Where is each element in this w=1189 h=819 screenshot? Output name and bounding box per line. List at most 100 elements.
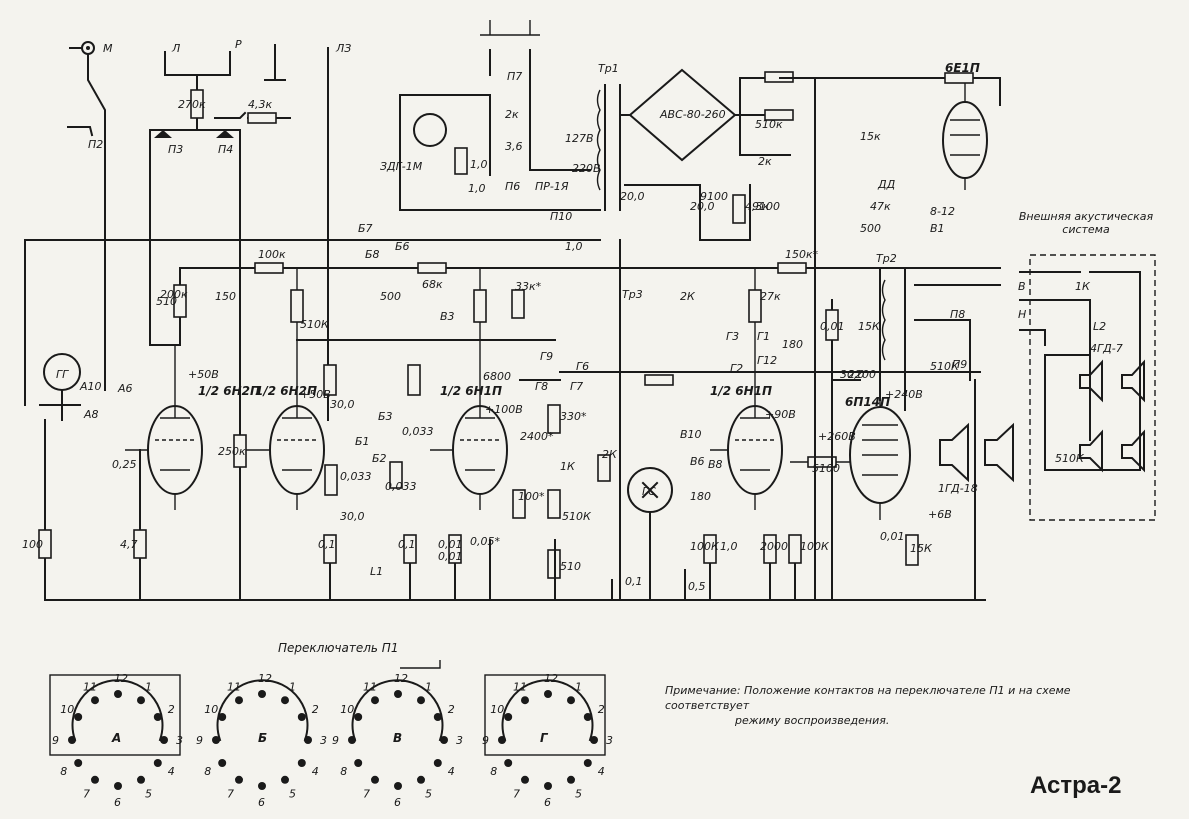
- label-l2: L2: [1093, 320, 1106, 333]
- component-value-label: 30,0: [840, 368, 865, 381]
- switch-contact-number: 8: [340, 765, 347, 778]
- switch-contact-number: 2: [448, 703, 455, 716]
- switch-contact: [137, 775, 145, 784]
- component-value-label: 27к: [760, 290, 781, 303]
- label-r-270k: 270к: [178, 98, 206, 111]
- component-value-label: 510к: [755, 118, 783, 131]
- input-block: [67, 41, 329, 601]
- component-value-label: 2к: [505, 108, 519, 121]
- switch-contact-number: 2: [312, 703, 319, 716]
- component-value-label: 20,0: [620, 190, 645, 203]
- switch-deck-a-label: А: [111, 731, 121, 745]
- tube-l3: [430, 268, 508, 510]
- label-220v: 220В: [572, 162, 601, 175]
- switch-contact-number: 9: [52, 734, 59, 747]
- component-value-label: 2к: [758, 155, 772, 168]
- switch-contact: [348, 736, 356, 744]
- switch-contact: [354, 713, 363, 721]
- label-r-100: 100: [22, 538, 43, 551]
- label-g9: Г9: [540, 350, 553, 363]
- tube-l1-voltage: +50В: [188, 368, 219, 381]
- switch-contact-number: 1: [289, 680, 296, 693]
- label-4gd7: 4ГД-7: [1090, 342, 1123, 355]
- label-b2: Б2: [372, 452, 387, 465]
- label-p2: П2: [88, 138, 103, 151]
- label-tr1: Тр1: [598, 62, 619, 75]
- component-value-label: 150: [215, 290, 236, 303]
- switch-contact-number: 3: [606, 734, 613, 747]
- label-v: В: [1018, 280, 1026, 293]
- label-b6: Б6: [395, 240, 410, 253]
- switch-contact-number: 7: [227, 788, 234, 801]
- switch-contact-number: 3: [176, 734, 183, 747]
- switch-contact-number: 9: [482, 734, 489, 747]
- switch-contact: [498, 736, 506, 744]
- label-r-68k: 68к: [422, 278, 443, 291]
- label-g1: Г1: [757, 330, 770, 343]
- component-value-label: 1,0: [565, 240, 583, 253]
- component-value-label: 100*: [518, 490, 545, 503]
- component-value-label: 3,6: [505, 140, 523, 153]
- switch-contact-number: 4: [312, 765, 319, 778]
- component-value-label: 2К: [680, 290, 696, 303]
- switch-contact-number: 4: [598, 765, 605, 778]
- switch-contact: [544, 782, 552, 790]
- component-value-label: 510К: [562, 510, 592, 523]
- switch-contact: [583, 759, 592, 767]
- switch-contact-number: 6: [258, 796, 265, 809]
- tube-l6: [739, 72, 1001, 190]
- label-260v: +260В: [818, 430, 856, 443]
- switch-contact-number: 8: [204, 765, 211, 778]
- tube-l2: [245, 268, 325, 510]
- switch-contact-number: 11: [83, 680, 97, 693]
- label-a6: А6: [117, 382, 133, 395]
- label-g12: Г12: [757, 354, 777, 367]
- label-c-025: 0,25: [112, 458, 137, 471]
- component-value-label: 0,1: [318, 538, 336, 551]
- label-n: Н: [1018, 308, 1026, 321]
- switch-contact-number: 12: [544, 672, 558, 685]
- component-value-label: 500: [860, 222, 881, 235]
- label-p6: П6: [505, 180, 520, 193]
- component-value-label: 0,05*: [470, 535, 500, 548]
- label-b3: Б3: [378, 410, 393, 423]
- label-p9: П9: [952, 358, 967, 371]
- label-r-250k: 250к: [218, 445, 246, 458]
- switch-contact-number: 2: [168, 703, 175, 716]
- switch-contact: [417, 775, 425, 784]
- switch-contact: [212, 736, 220, 744]
- switch-contact-number: 1: [425, 680, 432, 693]
- tube-l6-type: 6Е1П: [945, 61, 980, 75]
- switch-contact: [114, 690, 122, 698]
- switch-contact: [91, 775, 99, 784]
- component-value-label: 0,033: [340, 470, 372, 483]
- switch-contact: [590, 736, 598, 744]
- label-rectifier: АВС-80-260: [659, 108, 726, 121]
- component-value-label: 0,01: [438, 550, 463, 563]
- component-value-label: 0,1: [625, 575, 643, 588]
- switch-contact: [567, 775, 575, 784]
- switch-contact: [304, 736, 312, 744]
- component-value-label: 510К: [1055, 452, 1085, 465]
- label-r-43k: 4,3к: [248, 98, 272, 111]
- switch-contact-number: 10: [340, 703, 354, 716]
- label-6v: +6В: [928, 508, 952, 521]
- component-value-label: 180: [690, 490, 711, 503]
- interstage-components: [133, 262, 981, 601]
- tube-l5-type: 6П14П: [845, 395, 890, 409]
- switch-contact-number: 8: [490, 765, 497, 778]
- switch-contact-number: 5: [575, 788, 582, 801]
- switch-contact-number: 12: [394, 672, 408, 685]
- switch-contact: [433, 713, 442, 721]
- switch-contact-number: 5: [289, 788, 296, 801]
- switch-contact: [235, 696, 243, 705]
- switch-contact: [74, 759, 83, 767]
- component-value-label: 9100: [752, 200, 780, 213]
- switch-contact-number: 1: [145, 680, 152, 693]
- component-value-label: 15К: [858, 320, 881, 333]
- tube-l5: [790, 400, 911, 520]
- switch-contact: [153, 759, 162, 767]
- switch-contact: [433, 759, 442, 767]
- component-value-label: 510К: [930, 360, 960, 373]
